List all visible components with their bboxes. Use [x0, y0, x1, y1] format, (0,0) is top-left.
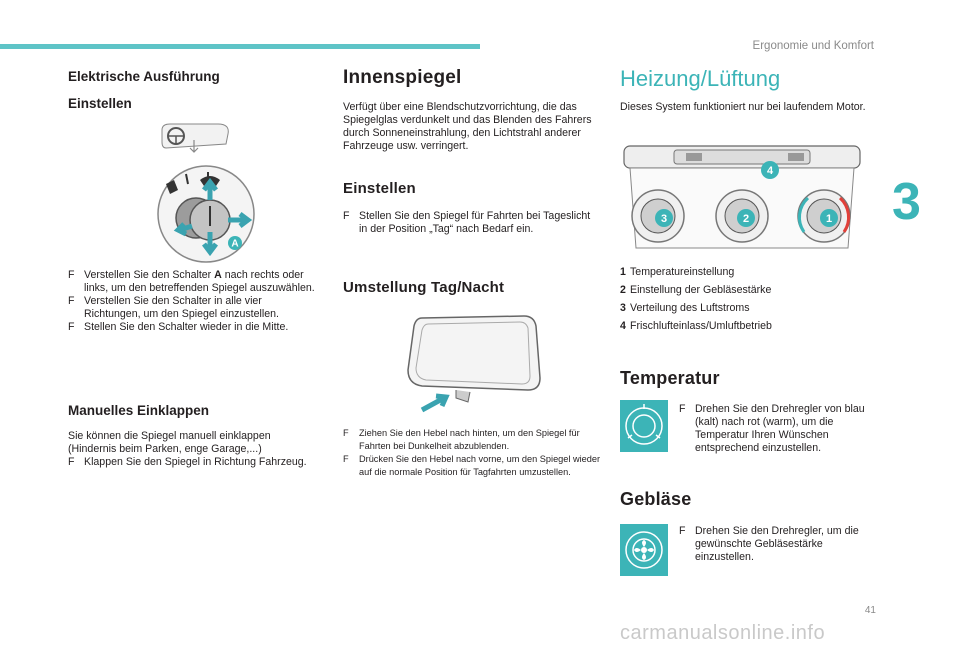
climate-control-panel-illustration: 1 2 3 4: [623, 145, 861, 249]
legend-item: 1 Temperatureinstellung: [620, 263, 870, 281]
callout-1-label: 1: [826, 213, 832, 225]
climate-legend: 1 Temperatureinstellung 2 Einstellung der …: [620, 263, 870, 335]
bullet-marker: F: [68, 456, 75, 468]
steering-wheel-icon: [161, 123, 229, 153]
chapter-number: 3: [892, 173, 921, 231]
legend-item: 4 Frischlufteinlass/Umluftbetrieb: [620, 317, 870, 335]
temperature-dial-icon: [625, 404, 663, 445]
heading-heating-ventilation: Heizung/Lüftung: [620, 66, 781, 91]
list-item: F Drücken Sie den Hebel nach vorne, um de…: [343, 453, 605, 479]
bullet-text: Verstellen Sie den Schalter in alle vier…: [84, 295, 279, 320]
list-item: F Stellen Sie den Schalter wieder in die …: [68, 321, 320, 334]
bullet-marker: F: [68, 295, 75, 307]
header-accent-bar: [0, 44, 480, 49]
bullet-text: Drehen Sie den Drehregler, um die gewüns…: [695, 525, 859, 563]
callout-1-badge: [820, 209, 838, 227]
callout-4-badge: [761, 161, 779, 179]
legend-text: Einstellung der Gebläsestärke: [630, 284, 772, 296]
list-item: F Ziehen Sie den Hebel nach hinten, um de…: [343, 427, 605, 453]
temperature-instructions: F Drehen Sie den Drehregler von blau (kal…: [679, 403, 874, 455]
callout-3-badge: [655, 209, 673, 227]
heating-intro: Dieses System funktioniert nur bei laufe…: [620, 101, 866, 113]
bullet-text: Stellen Sie den Spiegel für Fahrten bei …: [359, 210, 591, 235]
fan-dial-icon: [625, 531, 663, 569]
heading-manual-fold: Manuelles Einklappen: [68, 403, 210, 418]
callout-2-badge: [737, 209, 755, 227]
list-item: F Drehen Sie den Drehregler, um die gewün…: [679, 525, 874, 564]
list-item: F Verstellen Sie den Schalter A nach rech…: [68, 269, 320, 295]
badge-a-label: A: [231, 239, 238, 250]
mirror-adjust-instructions: F Stellen Sie den Spiegel für Fahrten bei…: [343, 210, 598, 236]
bullet-text: Verstellen Sie den Schalter A nach recht…: [84, 269, 315, 294]
legend-num: 1: [620, 266, 626, 278]
rear-view-mirror-illustration: [404, 312, 544, 414]
switch-letter: A: [214, 269, 222, 281]
bullet-marker: F: [343, 454, 349, 464]
list-item: F Verstellen Sie den Schalter in alle vie…: [68, 295, 320, 321]
legend-text: Temperatureinstellung: [630, 266, 735, 278]
subheading-adjust: Einstellen: [68, 96, 132, 111]
adjust-instructions: F Verstellen Sie den Schalter A nach rech…: [68, 269, 320, 334]
heading-day-night: Umstellung Tag/Nacht: [343, 279, 505, 296]
bullet-text: Klappen Sie den Spiegel in Richtung Fahr…: [84, 456, 307, 468]
bullet-marker: F: [343, 428, 349, 438]
heading-temperature: Temperatur: [620, 368, 720, 388]
callout-2-label: 2: [743, 213, 749, 225]
mirror-switch-illustration: A: [157, 123, 255, 263]
legend-num: 2: [620, 284, 626, 296]
legend-num: 4: [620, 320, 626, 332]
heading-adjust-mirror: Einstellen: [343, 180, 416, 197]
list-item: F Stellen Sie den Spiegel für Fahrten bei…: [343, 210, 598, 236]
callout-4-label: 4: [767, 165, 774, 177]
legend-text: Verteilung des Luftstroms: [630, 302, 750, 314]
bullet-marker: F: [343, 210, 350, 222]
list-item: F Drehen Sie den Drehregler von blau (kal…: [679, 403, 874, 455]
page-number: 41: [864, 605, 876, 616]
mirror-intro: Verfügt über eine Blendschutzvorrichtung…: [343, 101, 592, 152]
callout-badge-a: A: [228, 236, 242, 250]
temperature-dial-tile: [620, 400, 668, 452]
chapter-title: Ergonomie und Komfort: [752, 40, 874, 52]
manual-fold-text: Sie können die Spiegel manuell einklappe…: [68, 430, 320, 469]
bullet-marker: F: [679, 525, 686, 537]
bullet-text: Ziehen Sie den Hebel nach hinten, um den…: [359, 428, 580, 451]
bullet-marker: F: [68, 269, 75, 281]
fan-dial-tile: [620, 524, 668, 576]
bullet-text: Drehen Sie den Drehregler von blau (kalt…: [695, 403, 865, 454]
legend-num: 3: [620, 302, 626, 314]
watermark: carmanualsonline.info: [620, 622, 826, 644]
bullet-text: Drücken Sie den Hebel nach vorne, um den…: [359, 454, 601, 477]
legend-item: 2 Einstellung der Gebläsestärke: [620, 281, 870, 299]
heading-fan: Gebläse: [620, 489, 692, 509]
fan-instructions: F Drehen Sie den Drehregler, um die gewün…: [679, 525, 874, 564]
section-heading-electric: Elektrische Ausführung: [68, 69, 220, 84]
legend-text: Frischlufteinlass/Umluftbetrieb: [630, 320, 772, 332]
bullet-marker: F: [679, 403, 686, 415]
day-night-instructions: F Ziehen Sie den Hebel nach hinten, um de…: [343, 427, 605, 479]
callout-3-label: 3: [661, 213, 667, 225]
list-item: F Klappen Sie den Spiegel in Richtung Fah…: [68, 456, 320, 469]
manual-fold-paragraph: Sie können die Spiegel manuell einklappe…: [68, 430, 271, 455]
heading-interior-mirror: Innenspiegel: [343, 67, 462, 88]
bullet-text: Stellen Sie den Schalter wieder in die M…: [84, 321, 289, 333]
bullet-marker: F: [68, 321, 75, 333]
legend-item: 3 Verteilung des Luftstroms: [620, 299, 870, 317]
